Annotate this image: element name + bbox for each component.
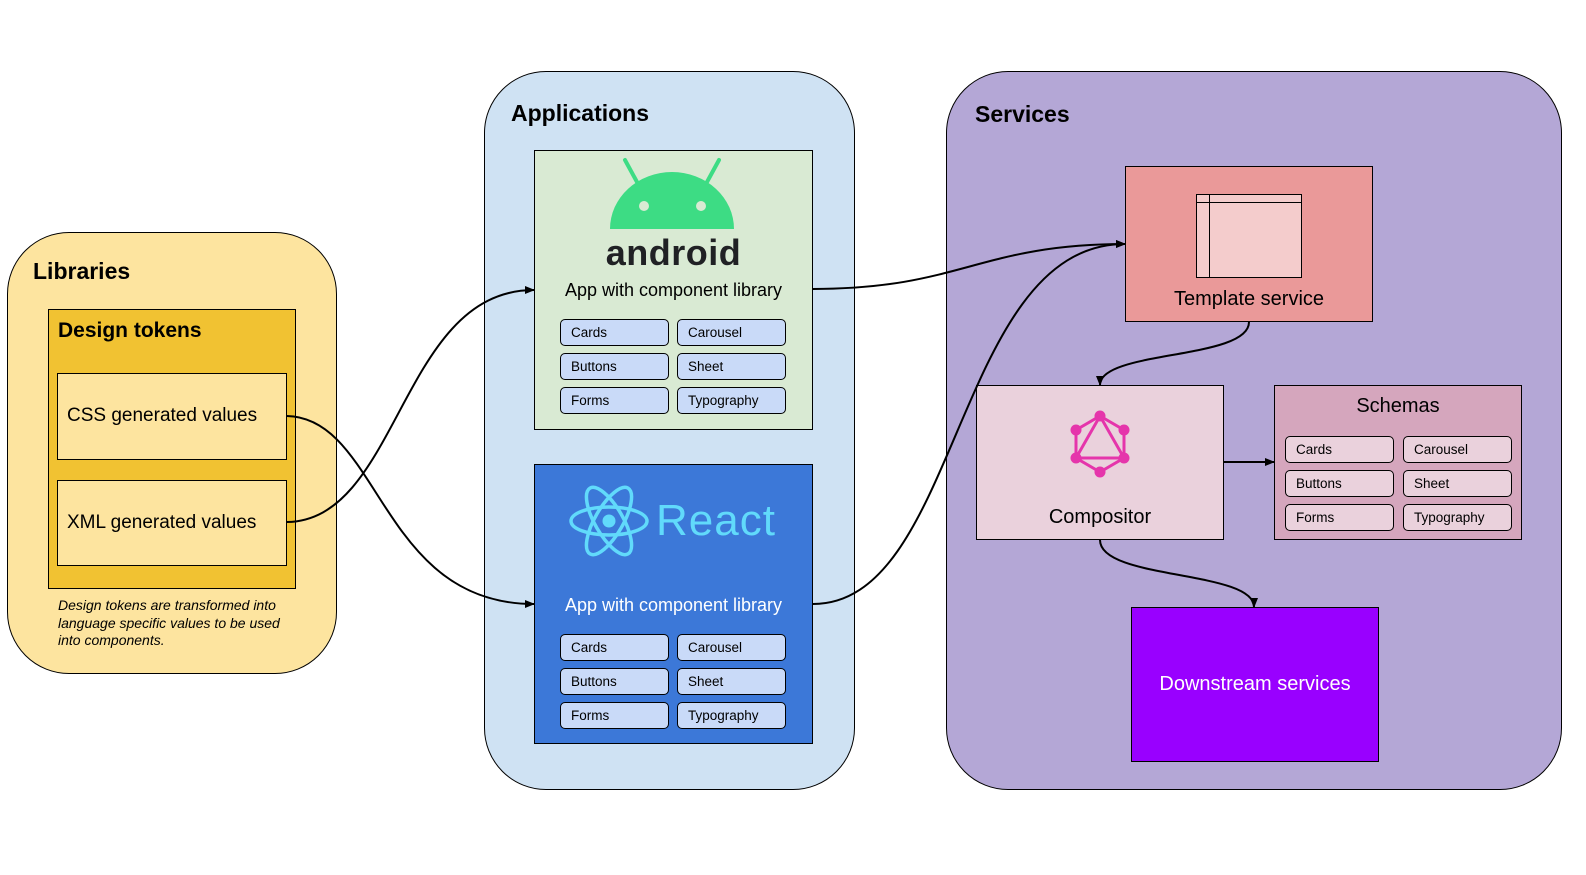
schema-chip-sheet: Sheet xyxy=(1403,470,1512,497)
android-chip-buttons: Buttons xyxy=(560,353,669,380)
schema-chip-carousel: Carousel xyxy=(1403,436,1512,463)
design-tokens-title: Design tokens xyxy=(58,319,202,342)
react-chip-carousel: Carousel xyxy=(677,634,786,661)
css-generated-values-label: CSS generated values xyxy=(67,405,258,426)
libraries-title: Libraries xyxy=(33,258,131,284)
android-chip-forms: Forms xyxy=(560,387,669,414)
react-chip-cards: Cards xyxy=(560,634,669,661)
android-chip-cards: Cards xyxy=(560,319,669,346)
react-chip-forms: Forms xyxy=(560,702,669,729)
schema-chip-typography: Typography xyxy=(1403,504,1512,531)
downstream-services-box xyxy=(1131,607,1379,762)
schema-chip-cards: Cards xyxy=(1285,436,1394,463)
downstream-services-label: Downstream services xyxy=(1159,673,1351,695)
schema-chip-forms: Forms xyxy=(1285,504,1394,531)
schema-chip-buttons: Buttons xyxy=(1285,470,1394,497)
compositor-label: Compositor xyxy=(1048,506,1152,528)
css-generated-values xyxy=(57,373,287,460)
schemas-title: Schemas xyxy=(1356,395,1440,417)
graphql-icon xyxy=(1070,410,1130,478)
xml-generated-values xyxy=(57,480,287,566)
android-chip-sheet: Sheet xyxy=(677,353,786,380)
template-service-label: Template service xyxy=(1173,288,1325,310)
design-tokens-note: Design tokens are transformed into langu… xyxy=(58,597,280,648)
react-logo-text: React xyxy=(656,496,776,545)
react-chip-typography: Typography xyxy=(677,702,786,729)
template-layout-icon xyxy=(1196,194,1302,278)
android-robot-icon xyxy=(610,158,734,229)
android-chip-carousel: Carousel xyxy=(677,319,786,346)
react-chip-sheet: Sheet xyxy=(677,668,786,695)
react-atom-icon xyxy=(569,485,649,557)
android-chip-typography: Typography xyxy=(677,387,786,414)
services-title: Services xyxy=(975,101,1070,127)
android-app-label: App with component library xyxy=(564,280,783,300)
react-app-label: App with component library xyxy=(564,595,783,615)
xml-generated-values-label: XML generated values xyxy=(67,512,257,533)
applications-title: Applications xyxy=(511,100,650,126)
react-chip-buttons: Buttons xyxy=(560,668,669,695)
android-logo-text: android xyxy=(605,232,742,273)
